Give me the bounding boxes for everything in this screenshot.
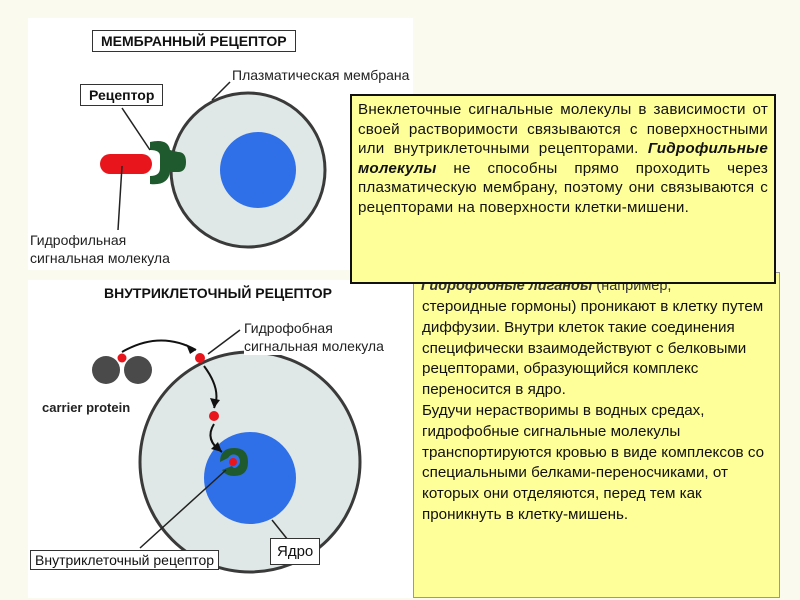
molecule-pointer [118, 166, 122, 230]
release-arrow [122, 340, 196, 352]
free-ligand-2 [209, 411, 219, 421]
carrier-ligand [118, 354, 127, 363]
top-nucleus [220, 132, 296, 208]
carrier-protein-label: carrier protein [42, 399, 130, 416]
membrane-label: Плазматическая мембрана [232, 66, 409, 84]
hydrophobic-label-line2: сигнальная молекула [244, 337, 384, 355]
hydrophobic-text-box: стероидные гормоны) проникают в клетку п… [413, 272, 780, 598]
hydrophobic-molecule-label: Гидрофобная сигнальная молекула [244, 319, 384, 355]
hydrophilic-label-line1: Гидрофильная [30, 231, 170, 249]
intracellular-receptor-label: Внутриклеточный рецептор [30, 550, 219, 570]
receptor-pointer [122, 108, 150, 150]
hydrophilic-label-line2: сигнальная молекула [30, 249, 170, 267]
bound-ligand [229, 458, 237, 466]
hydrophobic-paragraph-2: Будучи нерастворимы в водных средах, гид… [422, 401, 773, 526]
nucleus-label: Ядро [270, 538, 320, 565]
hydrophilic-molecule [100, 154, 152, 174]
receptor-label: Рецептор [80, 84, 163, 106]
free-ligand-1 [195, 353, 205, 363]
hydrophobic-pointer [208, 330, 240, 354]
membrane-receptor-title: МЕМБРАННЫЙ РЕЦЕПТОР [92, 30, 296, 52]
carrier-protein-right [124, 356, 152, 384]
carrier-protein-left [92, 356, 120, 384]
hydrophobic-label-line1: Гидрофобная [244, 319, 384, 337]
hydrophobic-paragraph-1: стероидные гормоны) проникают в клетку п… [422, 297, 773, 401]
hydrophilic-text-box: Внеклеточные сигнальные молекулы в завис… [350, 94, 776, 284]
intracellular-receptor-title: ВНУТРИКЛЕТОЧНЫЙ РЕЦЕПТОР [96, 283, 340, 303]
hydrophilic-molecule-label: Гидрофильная сигнальная молекула [30, 231, 170, 267]
